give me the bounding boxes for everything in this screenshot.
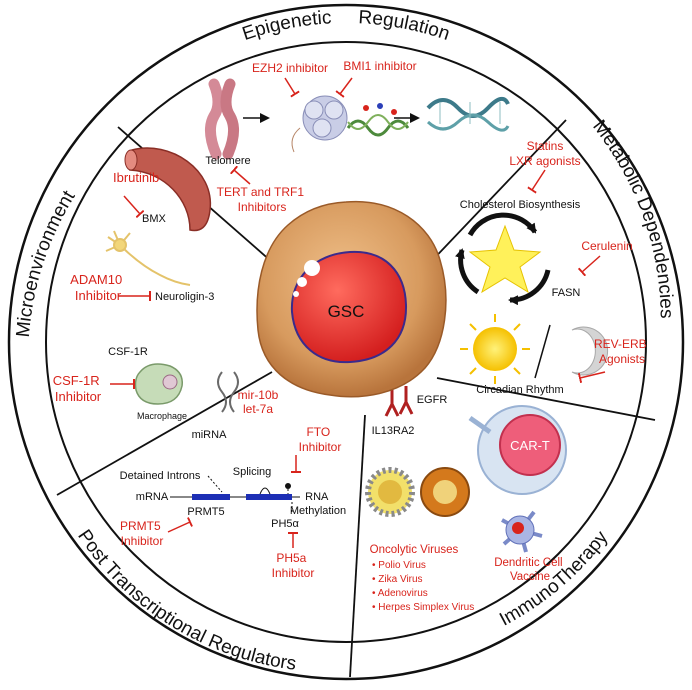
ph5a-label: PH5α: [271, 518, 299, 530]
statins-label: Statins: [527, 139, 564, 153]
cerulenin-label: Cerulenin: [581, 239, 632, 253]
fasn-label: FASN: [552, 287, 581, 299]
rna-methylation-label: RNA Methylation: [290, 491, 346, 517]
fto-inhibitor-label: FTO Inhibitor: [299, 425, 342, 454]
csf-1r-label: CSF-1R: [108, 346, 148, 358]
chromosome-icon: [205, 78, 239, 160]
mrna-label: mRNA: [136, 491, 169, 503]
let-7a-label: let-7a: [243, 402, 273, 416]
inner-ring: [45, 41, 647, 643]
macrophage-icon: [134, 363, 183, 405]
egfr-label: EGFR: [417, 394, 448, 406]
lxr-agonists-label: LXR agonists: [509, 154, 580, 168]
car-t-label: CAR-T: [510, 438, 550, 453]
epigenetic-panel: Telomere EZH2 inhibitor BMI1 inhibitor: [205, 59, 510, 214]
adam10-inhibitor-label: ADAM10 Inhibitor: [70, 272, 126, 303]
vesicle-icon: [304, 260, 320, 276]
rev-erb-agonists-label: REV-ERB Agonists: [594, 337, 650, 366]
detained-introns-label: Detained Introns: [120, 470, 201, 482]
dna-strand-icon: [346, 103, 410, 137]
mirna-hairpin-icon: [217, 371, 239, 413]
ibrutinib-label: Ibrutinib: [113, 170, 159, 185]
open-dna-icon: [426, 96, 510, 132]
bmi1-inhibitor-label: BMI1 inhibitor: [343, 59, 416, 73]
gsc-label: GSC: [328, 302, 365, 321]
blood-vessel-icon: [124, 147, 211, 232]
star-icon: [468, 224, 542, 294]
csf-1r-inhibitor-label: CSF-1R Inhibitor: [53, 373, 104, 404]
mir-10b-label: mir-10b: [238, 388, 279, 402]
cholesterol-biosynthesis-label: Cholesterol Biosynthesis: [460, 199, 581, 211]
telomere-label: Telomere: [205, 155, 250, 167]
car-t-cell-icon: [468, 405, 567, 495]
prmt5-label: PRMT5: [187, 506, 224, 518]
splicing-label: Splicing: [233, 466, 272, 478]
sun-icon: [460, 314, 530, 384]
ezh2-inhibitor-label: EZH2 inhibitor: [252, 61, 328, 75]
tert-trf1-inhibitors-label: TERT and TRF1 Inhibitors: [217, 185, 308, 214]
immunotherapy-panel: EGFR IL13RA2 CAR-T Oncolytic Viruses • P…: [365, 386, 567, 613]
metabolic-cycle-icon: [455, 212, 551, 306]
bmx-label: BMX: [142, 213, 167, 225]
nucleosome-icon: [291, 95, 348, 153]
virus-list: • Polio Virus • Zika Virus • Adenovirus …: [372, 560, 474, 613]
receptor-icons: [384, 386, 414, 417]
dendritic-cell-vaccine-label: Dendritic Cell Vaccine: [494, 557, 566, 583]
il13ra2-label: IL13RA2: [372, 425, 415, 437]
circadian-rhythm-label: Circadian Rhythm: [476, 384, 563, 396]
post-transcriptional-panel: miRNA mir-10b let-7a FTO Inhibitor Detai…: [120, 371, 346, 580]
gsc-cell: GSC: [256, 200, 447, 398]
dendritic-cell-icon: [501, 510, 543, 553]
neuroligin-3-label: Neuroligin-3: [155, 291, 214, 303]
microenvironment-panel: Ibrutinib BMX ADAM10 Inhibitor Neuroligi…: [53, 147, 214, 421]
oncolytic-viruses-label: Oncolytic Viruses: [370, 544, 459, 556]
mrna-strand: [170, 483, 300, 500]
vesicle-icon: [293, 291, 299, 297]
moon-icon: [571, 326, 609, 376]
metabolic-panel: Statins LXR agonists Cholesterol Biosynt…: [455, 139, 650, 396]
macrophage-label: Macrophage: [137, 411, 187, 421]
mirna-label: miRNA: [192, 429, 227, 441]
neuron-icon: [105, 230, 191, 286]
ph5a-inhibitor-label: PH5a Inhibitor: [272, 551, 315, 580]
virus-icons: [365, 467, 470, 517]
prmt5-inhibitor-label: PRMT5 Inhibitor: [120, 519, 164, 548]
vesicle-icon: [297, 277, 307, 287]
